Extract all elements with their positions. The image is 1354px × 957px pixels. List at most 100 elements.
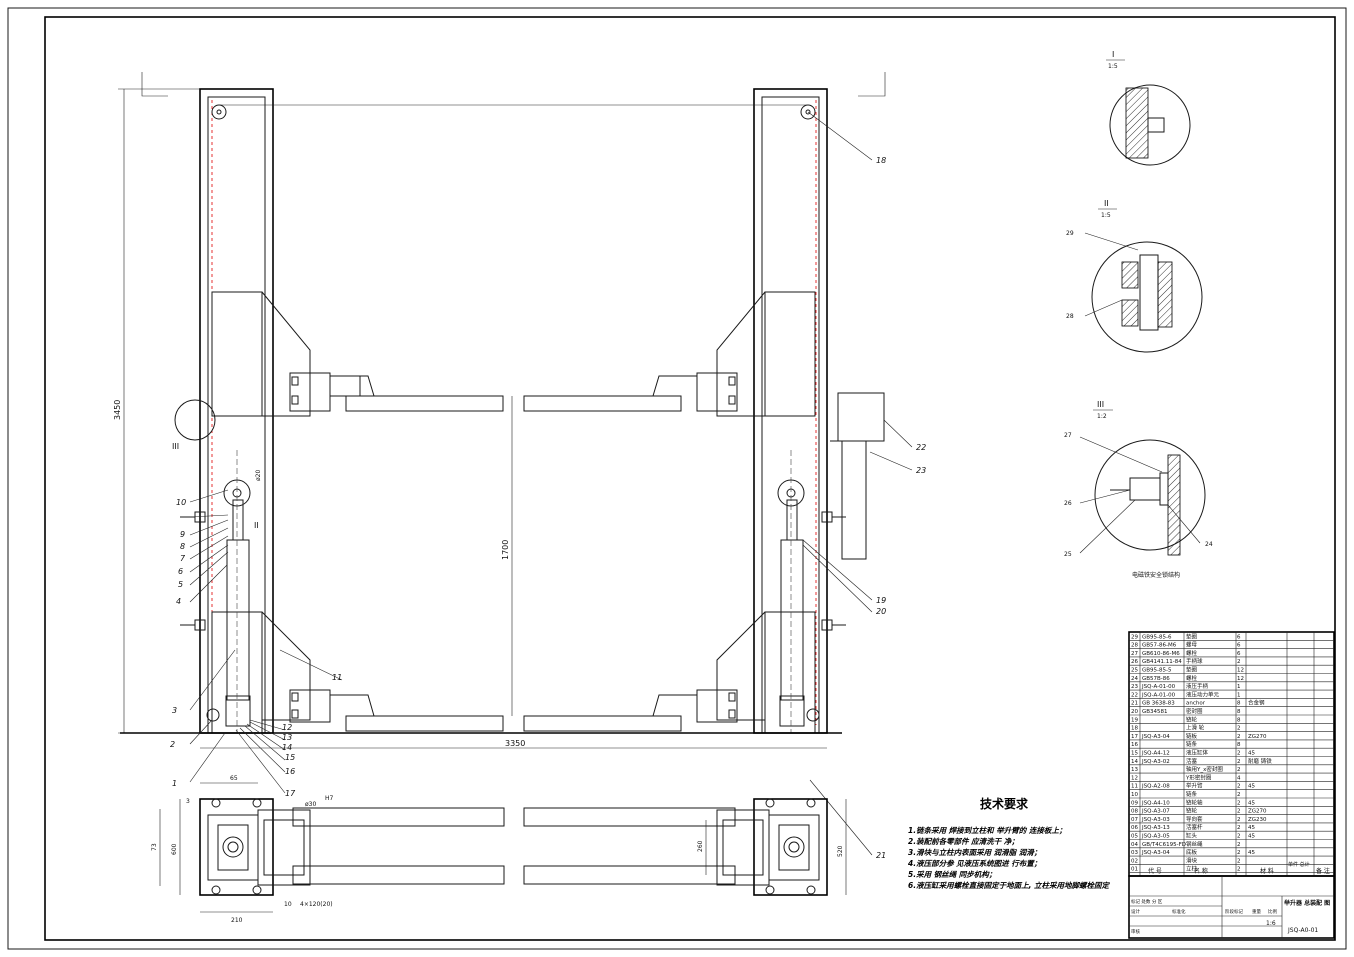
bom-cell: JSQ-A2-08 (1141, 784, 1170, 790)
dim-phi-bottom: ø30 (305, 801, 316, 808)
bom-cell: 立柱 (1186, 865, 1198, 873)
balloon-2: 2 (170, 740, 175, 749)
tech-req-line: 4.液压部分参 见液压系统图进 行布置； (908, 859, 1041, 868)
weld-10: 10 (284, 901, 292, 908)
left-cylinder (226, 539, 250, 701)
bom-cell: 18 (1131, 726, 1138, 732)
detail-II: II 1:5 29 28 (1066, 199, 1203, 353)
balloon-10: 10 (176, 498, 186, 507)
tb-row: 标记 处数 分 区 (1131, 898, 1163, 905)
bom-cell: 垫圈 (1186, 666, 1198, 674)
balloon-5: 5 (178, 580, 183, 589)
bom-cell: 8 (1237, 717, 1241, 723)
tech-req-line: 5.采用 钢丝绳 同步机构； (908, 870, 996, 879)
bom-cell: 45 (1248, 751, 1255, 757)
detail-III-label-26: 26 (1064, 500, 1072, 507)
bom-cell: 21 (1131, 701, 1138, 707)
bom-cell: 05 (1131, 834, 1138, 840)
front-view: 3450 (113, 72, 926, 860)
bom-cell: 26 (1131, 659, 1138, 665)
bom-cell: 1 (1237, 684, 1241, 690)
dim-overall-width: 3350 (505, 739, 525, 748)
bom-cell: 1 (1237, 692, 1241, 698)
balloon-20: 20 (876, 607, 886, 616)
bom-cell: GB610-86-M6 (1142, 651, 1180, 657)
bom-cell: 23 (1131, 684, 1138, 690)
bom-cell: GB95-85-5 (1142, 668, 1172, 674)
bom-cell: 合金钢 (1248, 699, 1265, 707)
dim-3: 3 (186, 798, 190, 805)
bom-cell: GB/T4C6195-FD (1142, 842, 1186, 848)
tech-req-line: 2.装配前各零部件 应清洗干 净； (908, 837, 1019, 846)
dim-73: 73 (151, 843, 158, 851)
bom-cell: JSQ-A3-04 (1141, 734, 1170, 740)
bom-cell: 2 (1237, 867, 1241, 873)
balloon-8: 8 (180, 542, 185, 551)
bom-cell: 2 (1237, 800, 1241, 806)
bom-cell: 45 (1248, 800, 1255, 806)
bom-cell: 链条 (1186, 740, 1198, 748)
tb-row: 审核 (1131, 928, 1140, 935)
tech-req-title: 技术要求 (980, 796, 1029, 811)
bom-cell: 03 (1131, 850, 1138, 856)
bom-cell: 链板 (1186, 732, 1198, 740)
bom-cell: 液压缸体 (1186, 749, 1209, 757)
bom-cell: 24 (1131, 676, 1138, 682)
bom-header-code: 代 号 (1148, 867, 1162, 875)
bom-cell: 8 (1237, 701, 1241, 707)
bom-cell: JSQ-A3-03 (1141, 817, 1170, 823)
bom-cell: 8 (1237, 709, 1241, 715)
bom-cell: JSQ-A3-04 (1141, 850, 1170, 856)
bom-cell: 8 (1237, 742, 1241, 748)
bom-cell: 22 (1131, 692, 1138, 698)
bom-cell: 螺栓 (1186, 674, 1198, 682)
detail-I-title: I (1112, 50, 1114, 59)
bom-cell: 螺栓 (1186, 649, 1198, 657)
bom-cell: 45 (1248, 850, 1255, 856)
bom-cell: 耐磨 铸铁 (1248, 757, 1272, 765)
tb-std: 标准化 (1172, 908, 1186, 915)
lower-right-arm (523, 715, 682, 732)
balloon-15: 15 (285, 753, 295, 762)
bom-cell: 缸头 (1186, 832, 1198, 840)
tech-req-line: 6.液压缸采用螺栓直接固定于地面上, 立柱采用地脚螺栓固定 (908, 881, 1111, 890)
balloon-18: 18 (876, 156, 886, 165)
bom-cell: GB57B-86 (1142, 676, 1170, 682)
bom-cell: 链轮轴 (1186, 798, 1203, 806)
bom-cell: GB4141.11-84 (1142, 659, 1182, 665)
detail-I-scale: 1:5 (1108, 63, 1118, 70)
lower-left-arm (345, 715, 504, 732)
bom-cell: JSQ-A3-07 (1141, 809, 1170, 815)
balloon-14: 14 (282, 743, 292, 752)
bom-cell: 2 (1237, 850, 1241, 856)
technical-requirements: 技术要求 1.链条采用 焊接到立柱和 举升臂的 连接板上； 2.装配前各零部件 … (908, 796, 1111, 890)
bom-cell: 导向套 (1186, 815, 1203, 823)
bom-cell: 上滑 轮 (1186, 724, 1205, 732)
bom-cell: 09 (1131, 800, 1138, 806)
bom-cell: 07 (1131, 817, 1138, 823)
detail-I: I 1:5 (1106, 50, 1191, 166)
balloon-22: 22 (916, 443, 926, 452)
bom-cell: 19 (1131, 717, 1138, 723)
dim-520: 520 (837, 845, 844, 857)
bom-header-material: 材 料 (1260, 867, 1274, 875)
balloon-6: 6 (178, 567, 183, 576)
balloon-3: 3 (172, 706, 177, 715)
bom-cell: 6 (1237, 651, 1241, 657)
drawing-title: 举升器 总装配 图 (1283, 899, 1330, 907)
bom-cell: JSQ-A4-12 (1141, 751, 1170, 757)
balloon-21: 21 (876, 851, 886, 860)
balloon-4: 4 (176, 597, 181, 606)
detail-III-scale: 1:2 (1097, 413, 1107, 420)
bom-cell: 08 (1131, 809, 1138, 815)
bom-cell: 17 (1131, 734, 1138, 740)
balloon-7: 7 (180, 554, 186, 563)
bom-cell: 13 (1131, 767, 1138, 773)
bom-cell: 轴用Y_x密封圈 (1186, 765, 1223, 773)
detail-III-caption: 电磁铁安全锁结构 (1132, 571, 1180, 579)
title-block: 举升器 总装配 图 JSQ-A0-01 1:6 标记 处数 分 区 设计 审核 … (1128, 875, 1335, 939)
bom-cell: 12 (1237, 676, 1244, 682)
detail-II-label-28: 28 (1066, 313, 1074, 320)
